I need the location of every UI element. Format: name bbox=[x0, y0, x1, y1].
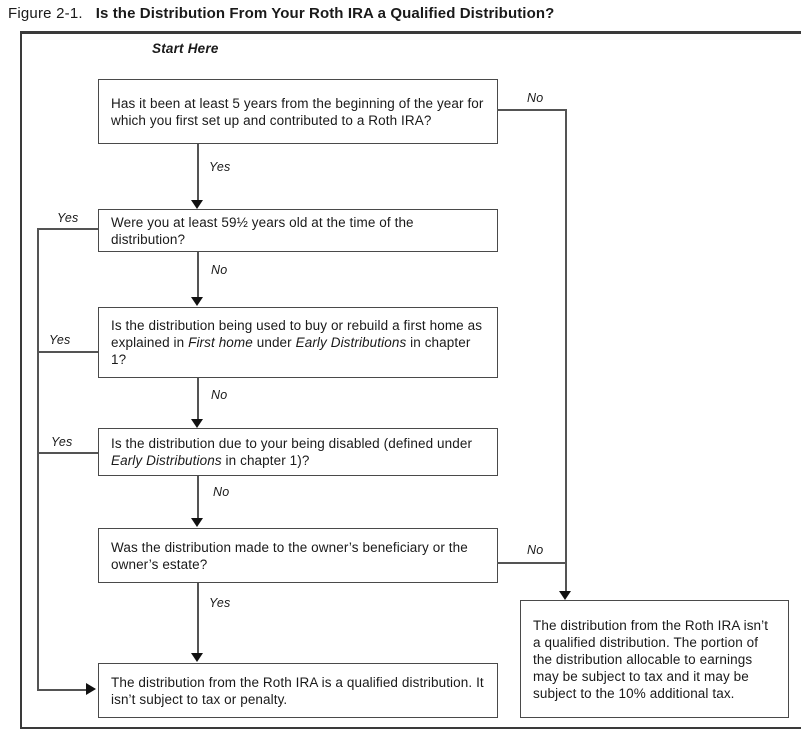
no-branch-vertical-connector bbox=[565, 109, 567, 592]
question-box-first-home: Is the distribution being used to buy or… bbox=[98, 307, 498, 378]
q5-yes-connector bbox=[197, 583, 199, 655]
q4-no-arrowhead-icon bbox=[191, 518, 203, 527]
figure-caption: Figure 2-1. Is the Distribution From You… bbox=[8, 5, 554, 22]
q3-yes-connector bbox=[38, 351, 98, 353]
q3-no-arrowhead-icon bbox=[191, 419, 203, 428]
question-box-five-year-rule: Has it been at least 5 years from the be… bbox=[98, 79, 498, 144]
q3-yes-label: Yes bbox=[49, 333, 71, 347]
question-box-beneficiary-estate: Was the distribution made to the owner’s… bbox=[98, 528, 498, 583]
question-box-age-59-half: Were you at least 59½ years old at the t… bbox=[98, 209, 498, 252]
figure-number: Figure 2-1. bbox=[8, 5, 83, 22]
question-text: Were you at least 59½ years old at the t… bbox=[111, 214, 414, 247]
q5-no-connector bbox=[497, 562, 566, 564]
question-text: Has it been at least 5 years from the be… bbox=[111, 95, 484, 128]
result-text: The distribution from the Roth IRA is a … bbox=[111, 674, 484, 707]
qualified-arrowhead-icon bbox=[86, 683, 96, 695]
not-qualified-arrowhead-icon bbox=[559, 591, 571, 600]
q1-yes-arrowhead-icon bbox=[191, 200, 203, 209]
figure-title: Is the Distribution From Your Roth IRA a… bbox=[95, 5, 555, 22]
q2-no-connector bbox=[197, 252, 199, 299]
yes-branch-vertical-connector bbox=[37, 228, 39, 690]
q2-no-label: No bbox=[211, 263, 228, 277]
result-box-not-qualified: The distribution from the Roth IRA isn’t… bbox=[520, 600, 789, 718]
q4-yes-connector bbox=[38, 452, 98, 454]
q1-yes-connector bbox=[197, 144, 199, 201]
result-text: The distribution from the Roth IRA isn’t… bbox=[533, 617, 769, 701]
start-here-label: Start Here bbox=[152, 41, 219, 56]
qualified-entry-connector bbox=[37, 689, 87, 691]
q1-no-label: No bbox=[527, 91, 544, 105]
question-box-disabled: Is the distribution due to your being di… bbox=[98, 428, 498, 476]
question-text: Was the distribution made to the owner’s… bbox=[111, 539, 468, 572]
q5-no-label: No bbox=[527, 543, 544, 557]
q2-yes-connector bbox=[38, 228, 98, 230]
q4-no-connector bbox=[197, 476, 199, 520]
question-text: Is the distribution being used to buy or… bbox=[111, 318, 483, 367]
q1-yes-label: Yes bbox=[209, 160, 231, 174]
q3-no-label: No bbox=[211, 388, 228, 402]
q4-no-label: No bbox=[213, 485, 230, 499]
result-box-qualified: The distribution from the Roth IRA is a … bbox=[98, 663, 498, 718]
q5-yes-arrowhead-icon bbox=[191, 653, 203, 662]
q5-yes-label: Yes bbox=[209, 596, 231, 610]
question-text: Is the distribution due to your being di… bbox=[111, 436, 473, 468]
q2-no-arrowhead-icon bbox=[191, 297, 203, 306]
q3-no-connector bbox=[197, 378, 199, 420]
q4-yes-label: Yes bbox=[51, 435, 73, 449]
q1-no-connector bbox=[497, 109, 567, 111]
q2-yes-label: Yes bbox=[57, 211, 79, 225]
flowchart-frame bbox=[20, 31, 801, 729]
